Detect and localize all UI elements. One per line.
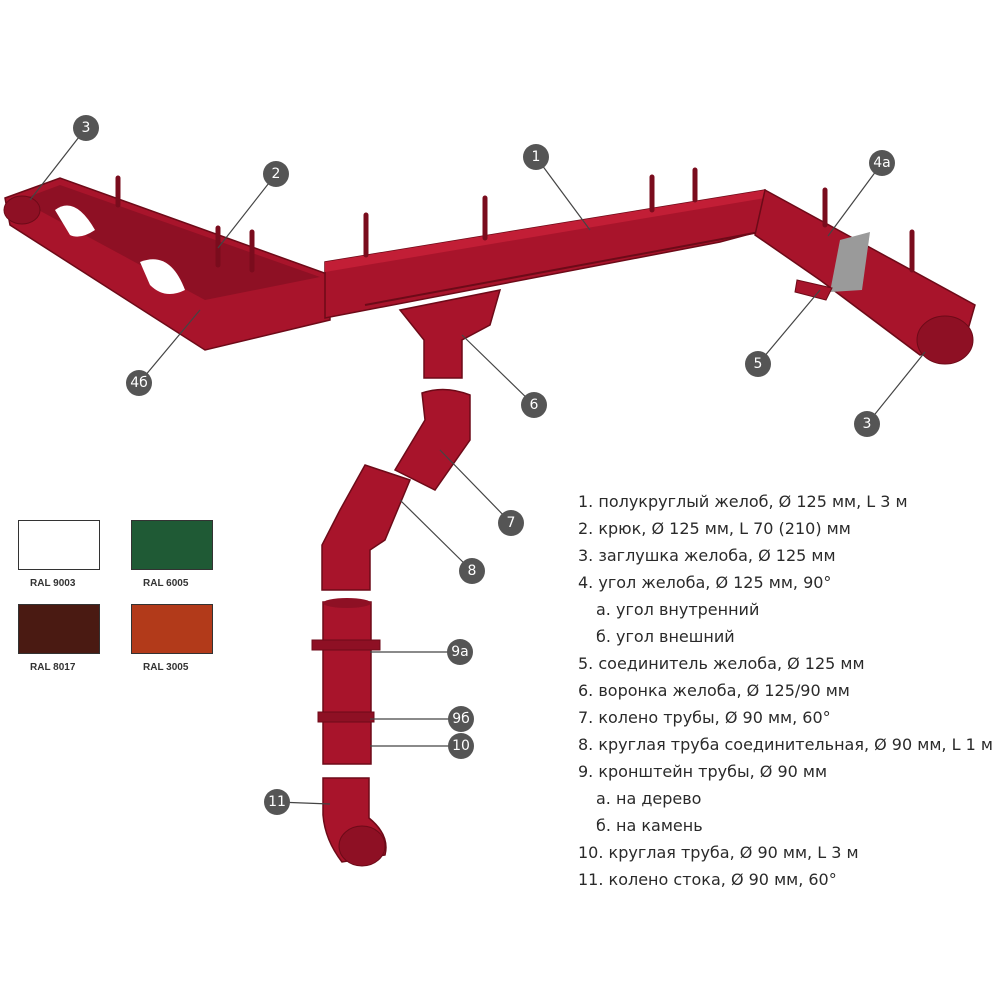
swatch-label-ral-8017: RAL 8017 (30, 662, 76, 673)
legend-item-11: 11. колено стока, Ø 90 мм, 60° (578, 870, 837, 889)
callouts: 1 2 3 3 4а 4б 5 6 7 8 9а 9б 10 11 (73, 115, 895, 815)
callout-9b: 9б (448, 706, 474, 732)
callout-2: 2 (263, 161, 289, 187)
legend-item-4: 4. угол желоба, Ø 125 мм, 90° (578, 573, 832, 592)
downpipe-assembly (311, 289, 502, 867)
callout-3-right: 3 (854, 411, 880, 437)
swatch-label-ral-3005: RAL 3005 (143, 662, 189, 673)
svg-text:7: 7 (507, 515, 516, 531)
callout-1: 1 (523, 144, 549, 170)
pipe-bracket-stone (317, 711, 375, 723)
swatch-ral-8017 (18, 604, 100, 654)
pipe-elbow-top (393, 388, 471, 491)
legend-item-5: 5. соединитель желоба, Ø 125 мм (578, 654, 865, 673)
svg-text:6: 6 (530, 397, 539, 413)
gutter-funnel (398, 289, 502, 379)
gutter-gap (140, 259, 185, 294)
swatch-ral-6005 (131, 520, 213, 570)
svg-text:2: 2 (272, 166, 281, 182)
svg-text:4б: 4б (130, 375, 148, 391)
end-cap-left (3, 195, 41, 225)
swatch-ral-3005 (131, 604, 213, 654)
legend-item-8: 8. круглая труба соединительная, Ø 90 мм… (578, 735, 993, 754)
parts-legend: 1. полукруглый желоб, Ø 125 мм, L 3 м 2.… (578, 488, 998, 893)
legend-item-9: 9. кронштейн трубы, Ø 90 мм (578, 762, 828, 781)
callout-5: 5 (745, 351, 771, 377)
gutter-left-inner (20, 185, 320, 300)
swatch-ral-9003 (18, 520, 100, 570)
legend-item-2: 2. крюк, Ø 125 мм, L 70 (210) мм (578, 519, 851, 538)
straight-pipe-top (323, 598, 371, 608)
pipe-bracket-wood (311, 639, 381, 651)
callout-11: 11 (264, 789, 290, 815)
svg-text:3: 3 (82, 120, 91, 136)
callout-7: 7 (498, 510, 524, 536)
legend-item-9a: а. на дерево (596, 789, 702, 808)
gutter-assembly (3, 167, 976, 365)
gutter-hooks (115, 167, 915, 273)
callout-4a: 4а (869, 150, 895, 176)
callout-6: 6 (521, 392, 547, 418)
legend-item-10: 10. круглая труба, Ø 90 мм, L 3 м (578, 843, 859, 862)
legend-item-6: 6. воронка желоба, Ø 125/90 мм (578, 681, 850, 700)
legend-item-7: 7. колено трубы, Ø 90 мм, 60° (578, 708, 831, 727)
svg-text:9а: 9а (451, 644, 469, 660)
end-cap-right (916, 315, 974, 365)
svg-text:4а: 4а (873, 155, 891, 171)
svg-text:10: 10 (452, 738, 470, 754)
callout-3-left: 3 (73, 115, 99, 141)
callout-10: 10 (448, 733, 474, 759)
callout-8: 8 (459, 558, 485, 584)
gutter-seam (364, 231, 761, 306)
callout-4b: 4б (126, 370, 152, 396)
gutter-gap (55, 205, 95, 237)
gutter-right-section (754, 188, 976, 356)
gutter-connector-band (830, 232, 870, 292)
callout-9a: 9а (447, 639, 473, 665)
svg-text:11: 11 (268, 794, 286, 810)
main-gutter-lip (325, 190, 765, 272)
swatch-label-ral-9003: RAL 9003 (30, 578, 76, 589)
legend-item-9b: б. на камень (596, 816, 703, 835)
straight-pipe (322, 601, 372, 765)
gutter-connector (794, 279, 833, 301)
connecting-pipe (321, 464, 412, 591)
svg-text:1: 1 (532, 149, 541, 165)
svg-text:8: 8 (468, 563, 477, 579)
legend-item-3: 3. заглушка желоба, Ø 125 мм (578, 546, 836, 565)
outlet-elbow-mouth (338, 825, 386, 867)
svg-text:9б: 9б (452, 711, 470, 727)
swatch-label-ral-6005: RAL 6005 (143, 578, 189, 589)
legend-item-1: 1. полукруглый желоб, Ø 125 мм, L 3 м (578, 492, 908, 511)
svg-text:5: 5 (754, 356, 763, 372)
leader-lines (29, 127, 926, 805)
svg-text:3: 3 (863, 416, 872, 432)
legend-item-4a: а. угол внутренний (596, 600, 760, 619)
legend-item-4b: б. угол внешний (596, 627, 735, 646)
